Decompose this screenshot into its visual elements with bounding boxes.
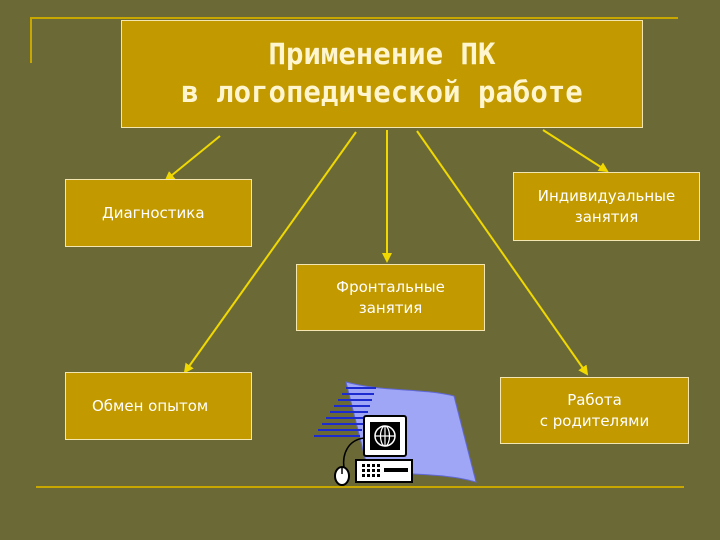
arrow-to-individual — [542, 129, 609, 173]
title-line-1: Применение ПК — [268, 37, 496, 72]
node-individual: Индивидуальные занятия — [513, 172, 700, 241]
frame-top-line — [30, 17, 678, 19]
computer-icon — [314, 381, 477, 486]
node-individual-line-1: Индивидуальные — [537, 187, 676, 206]
node-individual-line-2: занятия — [574, 207, 639, 226]
title-box: Применение ПК в логопедической работе — [121, 20, 643, 128]
node-diagnostics-label: Диагностика — [102, 203, 205, 222]
node-experience: Обмен опытом — [65, 372, 252, 440]
arrow-to-diagnostics — [164, 135, 221, 182]
title-line-2: в логопедической работе — [181, 75, 583, 109]
node-parents-line-2: с родителями — [539, 411, 650, 430]
frame-left-line — [30, 17, 32, 63]
node-frontal-line-1: Фронтальные — [336, 278, 445, 297]
frame-bottom-line — [36, 486, 684, 488]
node-parents: Работа с родителями — [500, 377, 689, 444]
arrow-to-experience — [183, 131, 357, 374]
node-diagnostics: Диагностика — [65, 179, 252, 247]
node-experience-label: Обмен опытом — [92, 396, 209, 415]
node-parents-line-1: Работа — [567, 391, 622, 410]
arrow-to-parents — [416, 130, 589, 376]
node-frontal-line-2: занятия — [358, 298, 423, 317]
node-frontal: Фронтальные занятия — [296, 264, 485, 331]
